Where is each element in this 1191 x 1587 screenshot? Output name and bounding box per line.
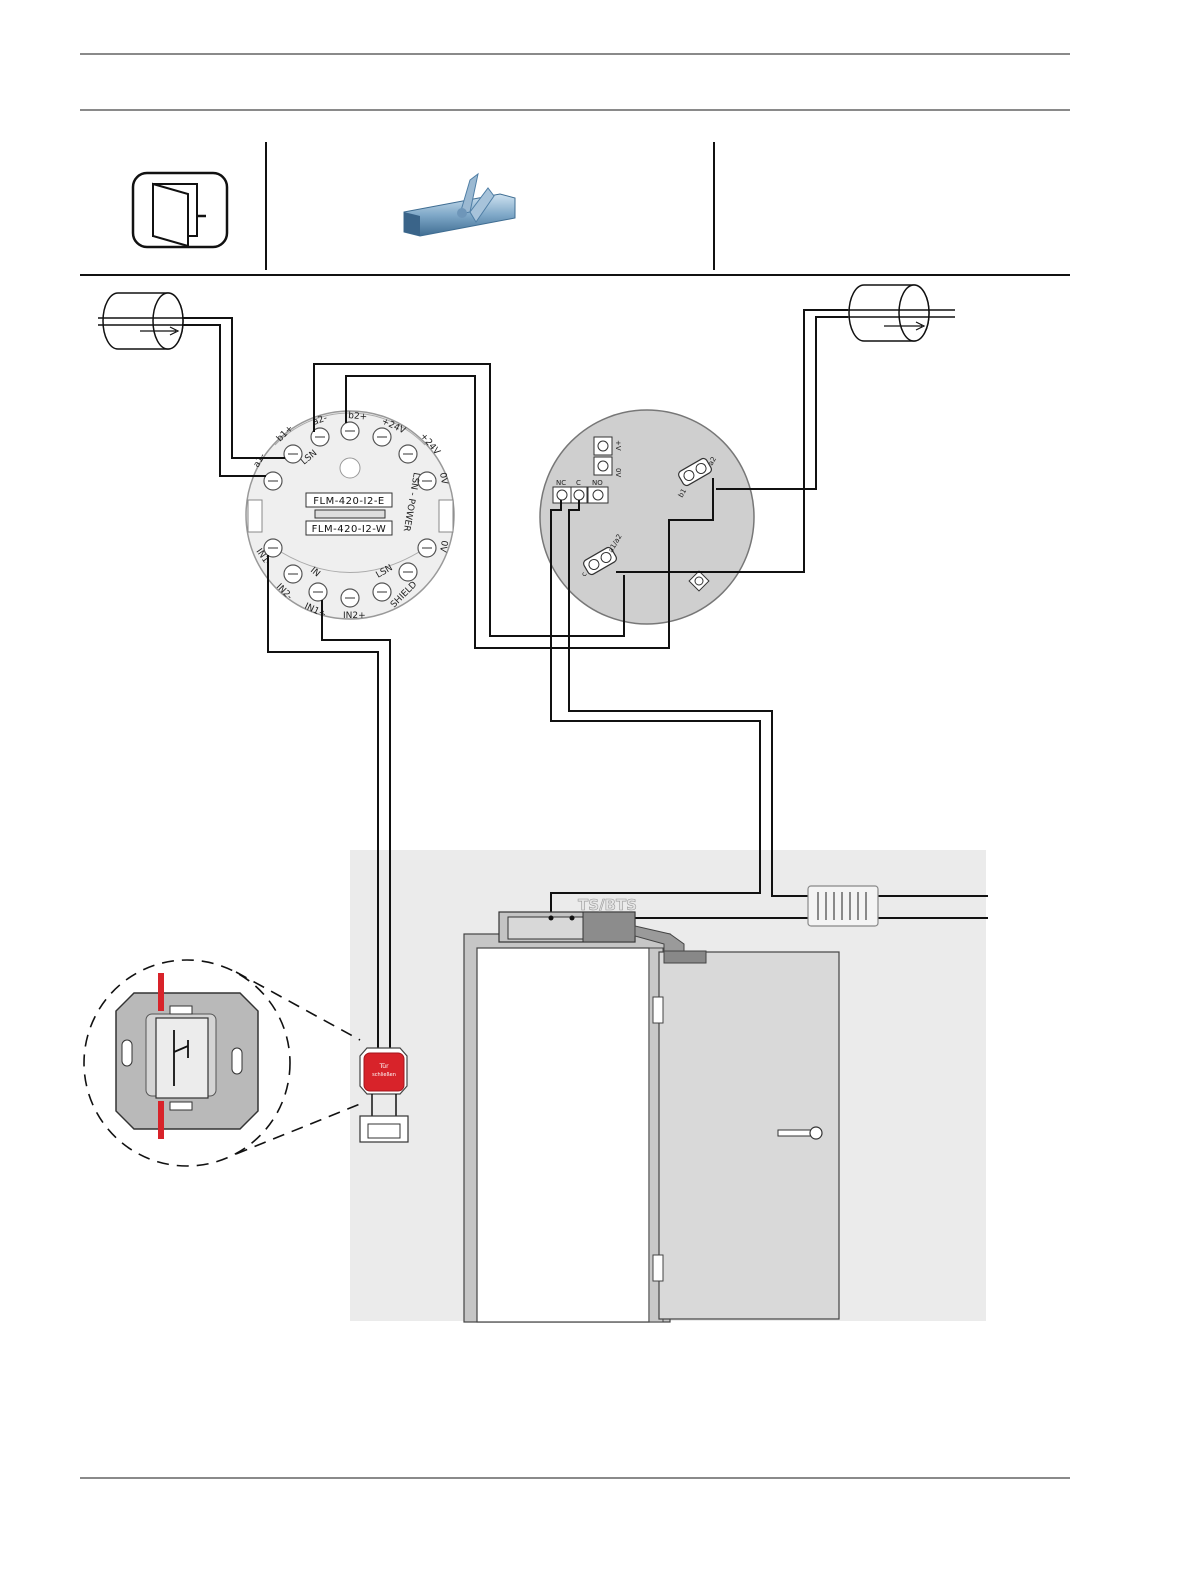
door-icon — [133, 173, 227, 247]
base-plus-v: +V — [614, 440, 622, 451]
model-w-label: FLM-420-I2-W — [312, 524, 387, 535]
base-nc: NC — [556, 479, 566, 487]
door-closer-label: TS/BTS — [578, 896, 637, 914]
cable-entry-right — [848, 285, 955, 341]
radiator-icon — [808, 886, 878, 926]
model-e-label: FLM-420-I2-E — [313, 496, 385, 507]
terminal-in2-plus: IN2+ — [343, 611, 366, 621]
button-label-line1: Tür — [378, 1063, 389, 1070]
base-zero-v: 0V — [614, 468, 622, 477]
door-frame — [464, 934, 670, 1322]
base-c: C — [576, 479, 581, 487]
door-closer-icon — [404, 174, 515, 236]
detector-base — [540, 410, 754, 624]
switch-insert-icon — [116, 973, 258, 1139]
terminal-b2: b2+ — [348, 411, 368, 423]
base-no: NO — [592, 479, 603, 487]
button-label-line2: schließen — [372, 1072, 396, 1078]
cable-entry-left — [98, 293, 183, 349]
